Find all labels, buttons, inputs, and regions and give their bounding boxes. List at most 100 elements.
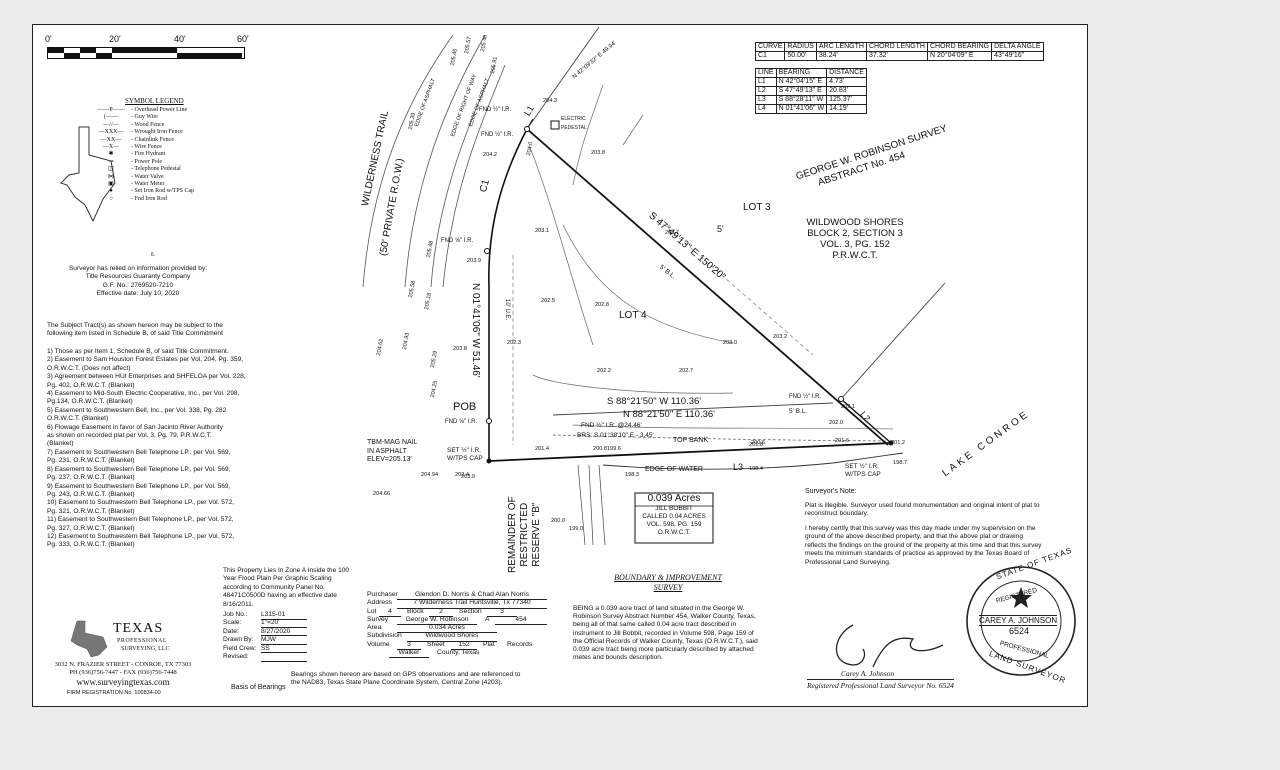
title-note: Surveyor has relied on information provi… <box>68 265 208 298</box>
contour-2 <box>562 224 734 344</box>
elevation-label: 201.8 <box>749 442 763 448</box>
purchaser-value: Walker <box>389 649 429 659</box>
elevation-label: 203.0 <box>723 340 737 346</box>
fnd-label-4: FND ⅝" I.R. <box>445 419 478 425</box>
set-ir-west: SET ½" I.R. W/TPS CAP <box>447 447 483 462</box>
legend-text: - Chainlink Fence <box>131 136 174 143</box>
bearing-west: N 01°41'06" W 51.46' <box>470 283 481 378</box>
elevation-label: 202.0 <box>829 420 843 426</box>
purchaser-label: Section <box>459 607 482 615</box>
line-table-cell: 14.19' <box>826 104 867 114</box>
purchaser-label: Subdivision <box>367 632 402 640</box>
job-value: L315-01 <box>261 611 307 620</box>
scale-label-20: 20' <box>109 34 121 44</box>
signature-name: Carey A. Johnson <box>841 669 895 678</box>
schedule-b-item: Pg. 327, O.R.W.C.T. (Blanket) <box>47 524 135 532</box>
elevation-label: 203.1 <box>841 404 855 410</box>
job-label: Revised: <box>223 652 249 660</box>
purchaser-label: Address <box>367 599 392 607</box>
certification: I hereby certify that this survey was th… <box>805 525 1042 566</box>
legend-text: - Wire Fence <box>131 144 162 150</box>
purchaser-value: 2 <box>429 608 453 617</box>
remainder-label: REMAINDER OF RESTRICTED RESERVE "B" <box>507 496 542 573</box>
bl-label-2: 5' B.L. <box>789 408 808 415</box>
scale-label-0: 0' <box>45 34 52 44</box>
elevation-label: 202.3 <box>507 340 521 346</box>
top-bank-label: TOP BANK <box>673 437 709 444</box>
schedule-b-item: Pg. 402, O.R.W.C.T. (Blanket) <box>47 381 135 389</box>
lot3-label: LOT 3 <box>743 202 771 213</box>
texas-outline-icon <box>60 126 116 223</box>
subdivision-label: WILDWOOD SHORES BLOCK 2, SECTION 3 VOL. … <box>806 217 904 261</box>
legend-symbol-icon: —X— <box>102 144 120 150</box>
legend-text: - Wood Fence <box>131 121 165 128</box>
fnd-iron-rod <box>484 248 490 254</box>
flood-note: This Property Lies In Zone A Inside the … <box>223 567 350 608</box>
schedule-b-item: 3) Agreement between HUI Enterprises and… <box>47 373 246 381</box>
elevation-label: 203.9 <box>461 474 475 480</box>
job-label: Date: <box>223 627 239 635</box>
ue-label: 10' U.E. <box>504 299 510 321</box>
elevation-label: 201.2 <box>891 440 905 446</box>
purchaser-label: Block <box>407 607 424 615</box>
schedule-b-item: 1) Those as per Item 1, Schedule B, of s… <box>47 348 229 355</box>
bearing-south-2: N 88°21'50" E 110.36' <box>623 409 715 420</box>
fnd-label-2: FND ½" I.R. <box>481 132 514 138</box>
purchaser-value: 4 <box>379 608 401 617</box>
job-value <box>261 653 307 662</box>
elevation-label: 202.7 <box>679 368 693 374</box>
purchaser-value: 3 <box>397 641 421 651</box>
purchaser-label: Volume <box>367 640 390 648</box>
purchaser-value: Glendon D. Norris & Chad Alan Norris <box>397 591 547 601</box>
elevation-label: 202.5 <box>541 298 555 304</box>
fnd-iron-rod <box>486 418 492 424</box>
electric-label: ELECTRIC PEDESTAL <box>561 116 587 131</box>
job-label: Scale: <box>223 619 242 627</box>
elevation-label: 204.94 <box>421 472 439 478</box>
schedule-b-item: O.R.W.C.T. (Does not affect) <box>47 364 131 372</box>
legend-item: ✱- Fire Hydrant <box>91 151 281 158</box>
company-sub2: SURVEYING, LLC <box>121 646 170 652</box>
elevation-label: 198.7 <box>893 460 907 466</box>
company-sub1: PROFESSIONAL <box>117 638 168 644</box>
schedule-b-item: Pg. 243, O.R.W.C.T. (Blanket) <box>47 490 135 498</box>
road-edge-2 <box>404 34 486 288</box>
legend-text: - Telephone Pedestal <box>131 166 181 173</box>
job-label: Field Crew: <box>223 644 257 652</box>
set-ir-east: SET ½" I.R. W/TPS CAP <box>845 463 881 478</box>
seal-name: CAREY A. JOHNSON <box>979 615 1058 626</box>
acres-box <box>634 492 714 544</box>
legend-title: SYMBOL LEGEND <box>125 97 184 105</box>
plat-drawing <box>362 26 946 546</box>
schedule-b-item: 5) Easement to Southwestern Bell, Inc., … <box>47 406 227 414</box>
job-row: Drawn By:MJW <box>223 636 353 645</box>
schedule-b-item: 12) Easement to Southwestern Bell Teleph… <box>47 532 235 540</box>
legend-symbol-icon: ⋈ <box>108 173 114 180</box>
schedule-b-item: 6) Flowage Easement in favor of San Jaci… <box>47 423 223 431</box>
purchaser-label: Purchaser <box>367 591 398 598</box>
scale-bar <box>47 47 245 59</box>
elevation-label: 198.3 <box>625 472 639 478</box>
legend-text: - Wrought Iron Fence <box>131 129 183 136</box>
fnd-iron-rod <box>838 396 844 402</box>
five-label: 5' <box>717 224 724 234</box>
schedule-b-item: 4) Easement to Mid-South Electric Cooper… <box>47 390 240 398</box>
legend-item: —XXX—- Wrought Iron Fence <box>91 129 281 136</box>
elevation-label: 203.8 <box>591 150 605 156</box>
l3-label: L3 <box>733 462 744 472</box>
contour-6 <box>572 424 894 430</box>
basis-of-bearings: Basis of Bearings <box>231 684 286 691</box>
road-edge-4 <box>442 64 506 288</box>
job-value: SS <box>261 645 307 654</box>
bl-line-1 <box>652 214 814 356</box>
